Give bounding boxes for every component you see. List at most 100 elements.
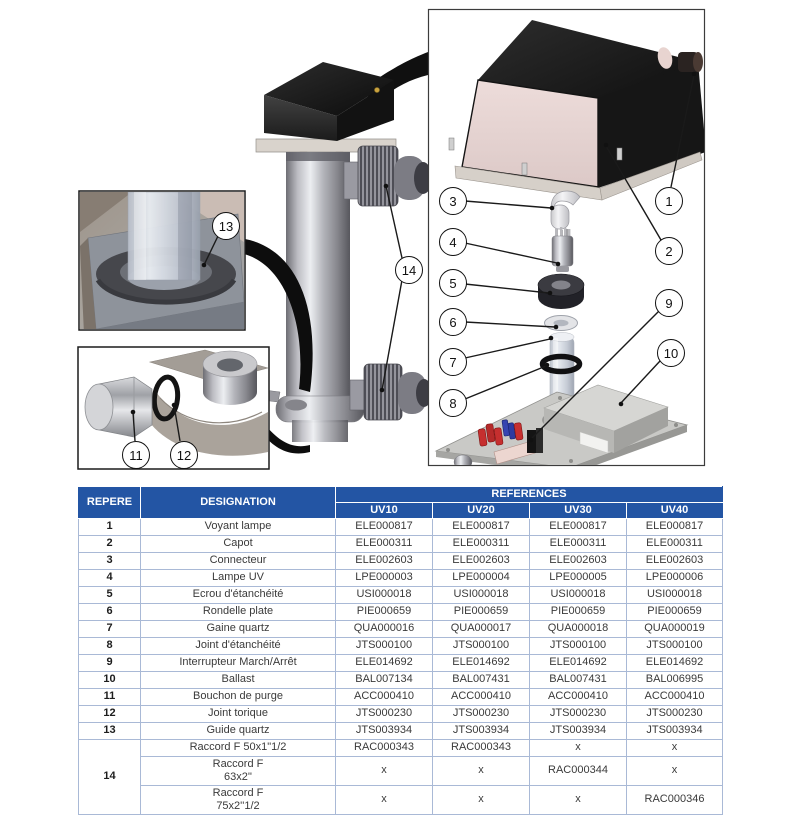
ref-cell: JTS000100 (335, 637, 433, 655)
leader-lines (132, 74, 695, 442)
ref-cell: LPE000003 (335, 569, 433, 587)
lamp-indicator-knob (678, 52, 698, 72)
inset-detail-13 (78, 190, 246, 331)
ref-cell: BAL006995 (626, 671, 723, 689)
lamp-indicator-dot (374, 87, 380, 93)
header-references: REFERENCES (335, 486, 723, 503)
header-repere: REPERE (78, 486, 141, 519)
table-row: 7 Gaine quartz QUA000016 QUA000017 QUA00… (78, 620, 723, 638)
table-row: 10 Ballast BAL007134 BAL007431 BAL007431… (78, 671, 723, 689)
ref-cell: JTS000100 (626, 637, 723, 655)
ref-cell: USI000018 (529, 586, 627, 604)
o-ring (151, 374, 181, 422)
table-row: 1 Voyant lampe ELE000817 ELE000817 ELE00… (78, 518, 723, 536)
callout-3: 3 (439, 187, 467, 215)
repere-cell: 3 (78, 552, 141, 570)
header-uv10: UV10 (335, 502, 433, 519)
ref-cell: RAC000343 (432, 739, 530, 757)
designation-cell: Raccord F 63x2'' (140, 756, 336, 786)
ref-cell: LPE000005 (529, 569, 627, 587)
ref-cell: JTS000230 (335, 705, 433, 723)
callout-2: 2 (655, 237, 683, 265)
indicator-hole (657, 47, 673, 69)
zoom-arrow-11-12 (263, 427, 310, 454)
designation-cell: Ballast (140, 671, 336, 689)
ballast-part (543, 384, 669, 454)
ref-cell: USI000018 (335, 586, 433, 604)
flat-washer-part (544, 315, 578, 331)
ref-cell: x (626, 756, 723, 786)
uv-lamp-part (551, 227, 574, 272)
table-row: 3 Connecteur ELE002603 ELE002603 ELE0026… (78, 552, 723, 570)
repere-cell: 6 (78, 603, 141, 621)
table-row: 12 Joint torique JTS000230 JTS000230 JTS… (78, 705, 723, 723)
header-uv30: UV30 (529, 502, 627, 519)
callout-10: 10 (657, 339, 685, 367)
callout-14: 14 (395, 256, 423, 284)
callout-7: 7 (439, 348, 467, 376)
ref-cell: JTS000100 (529, 637, 627, 655)
ref-cell: JTS003934 (335, 722, 433, 740)
ref-cell: BAL007134 (335, 671, 433, 689)
designation-cell: Raccord F 75x2''1/2 (140, 785, 336, 815)
callout-12: 12 (170, 441, 198, 469)
table-row: 11 Bouchon de purge ACC000410 ACC000410 … (78, 688, 723, 706)
ref-cell: ELE014692 (626, 654, 723, 672)
ref-cell: ELE000311 (529, 535, 627, 553)
ref-cell: JTS000230 (626, 705, 723, 723)
ref-cell: JTS000230 (432, 705, 530, 723)
ref-cell: ELE002603 (529, 552, 627, 570)
ref-cell: ELE002603 (335, 552, 433, 570)
repere-cell: 2 (78, 535, 141, 553)
ref-cell: ACC000410 (335, 688, 433, 706)
repere-cell: 7 (78, 620, 141, 638)
diagram-area: 1 2 3 4 5 6 7 8 9 10 11 12 13 14 (77, 8, 706, 470)
main-unit-illustration (244, 52, 432, 454)
ref-cell: RAC000346 (626, 785, 723, 815)
designation-cell: Joint d'étanchéité (140, 637, 336, 655)
ref-cell: ELE000817 (335, 518, 433, 536)
designation-cell: Joint torique (140, 705, 336, 723)
callout-8: 8 (439, 389, 467, 417)
table-row: 5 Ecrou d'étanchéité USI000018 USI000018… (78, 586, 723, 604)
parts-table: REPERE DESIGNATION REFERENCES UV10 UV20 … (78, 486, 723, 815)
designation-cell: Voyant lampe (140, 518, 336, 536)
header-designation: DESIGNATION (140, 486, 336, 519)
callout-1: 1 (655, 187, 683, 215)
designation-cell: Guide quartz (140, 722, 336, 740)
designation-cell: Ecrou d'étanchéité (140, 586, 336, 604)
ref-cell: JTS003934 (529, 722, 627, 740)
ref-cell: ELE000817 (626, 518, 723, 536)
ref-cell: ELE000311 (432, 535, 530, 553)
repere-cell: 14 (78, 739, 141, 815)
repere-cell: 11 (78, 688, 141, 706)
repere-cell: 13 (78, 722, 141, 740)
ref-cell: ELE000311 (335, 535, 433, 553)
callout-5: 5 (439, 269, 467, 297)
repere-cell: 8 (78, 637, 141, 655)
wire-terminals (477, 419, 543, 465)
ref-cell: ELE014692 (335, 654, 433, 672)
repere-cell: 5 (78, 586, 141, 604)
repere-cell: 10 (78, 671, 141, 689)
table-row: Raccord F 63x2'' x x RAC000344 x (79, 756, 723, 786)
ref-cell: PIE000659 (335, 603, 433, 621)
gasket-oring-part (539, 353, 583, 375)
ref-cell: QUA000018 (529, 620, 627, 638)
ref-cell: x (626, 739, 723, 757)
table-row: 4 Lampe UV LPE000003 LPE000004 LPE000005… (78, 569, 723, 587)
callout-11: 11 (122, 441, 150, 469)
header-uv20: UV20 (432, 502, 530, 519)
union-fitting-top (343, 145, 432, 207)
designation-cell: Raccord F 50x1"1/2 (140, 739, 336, 757)
ref-cell: ELE000817 (432, 518, 530, 536)
ref-cell: QUA000017 (432, 620, 530, 638)
ref-cell: x (529, 785, 627, 815)
table-row: 6 Rondelle plate PIE000659 PIE000659 PIE… (78, 603, 723, 621)
designation-cell: Interrupteur March/Arrêt (140, 654, 336, 672)
callout-6: 6 (439, 308, 467, 336)
ref-cell: x (335, 785, 433, 815)
designation-cell: Lampe UV (140, 569, 336, 587)
repere-cell: 12 (78, 705, 141, 723)
ref-cell: PIE000659 (432, 603, 530, 621)
